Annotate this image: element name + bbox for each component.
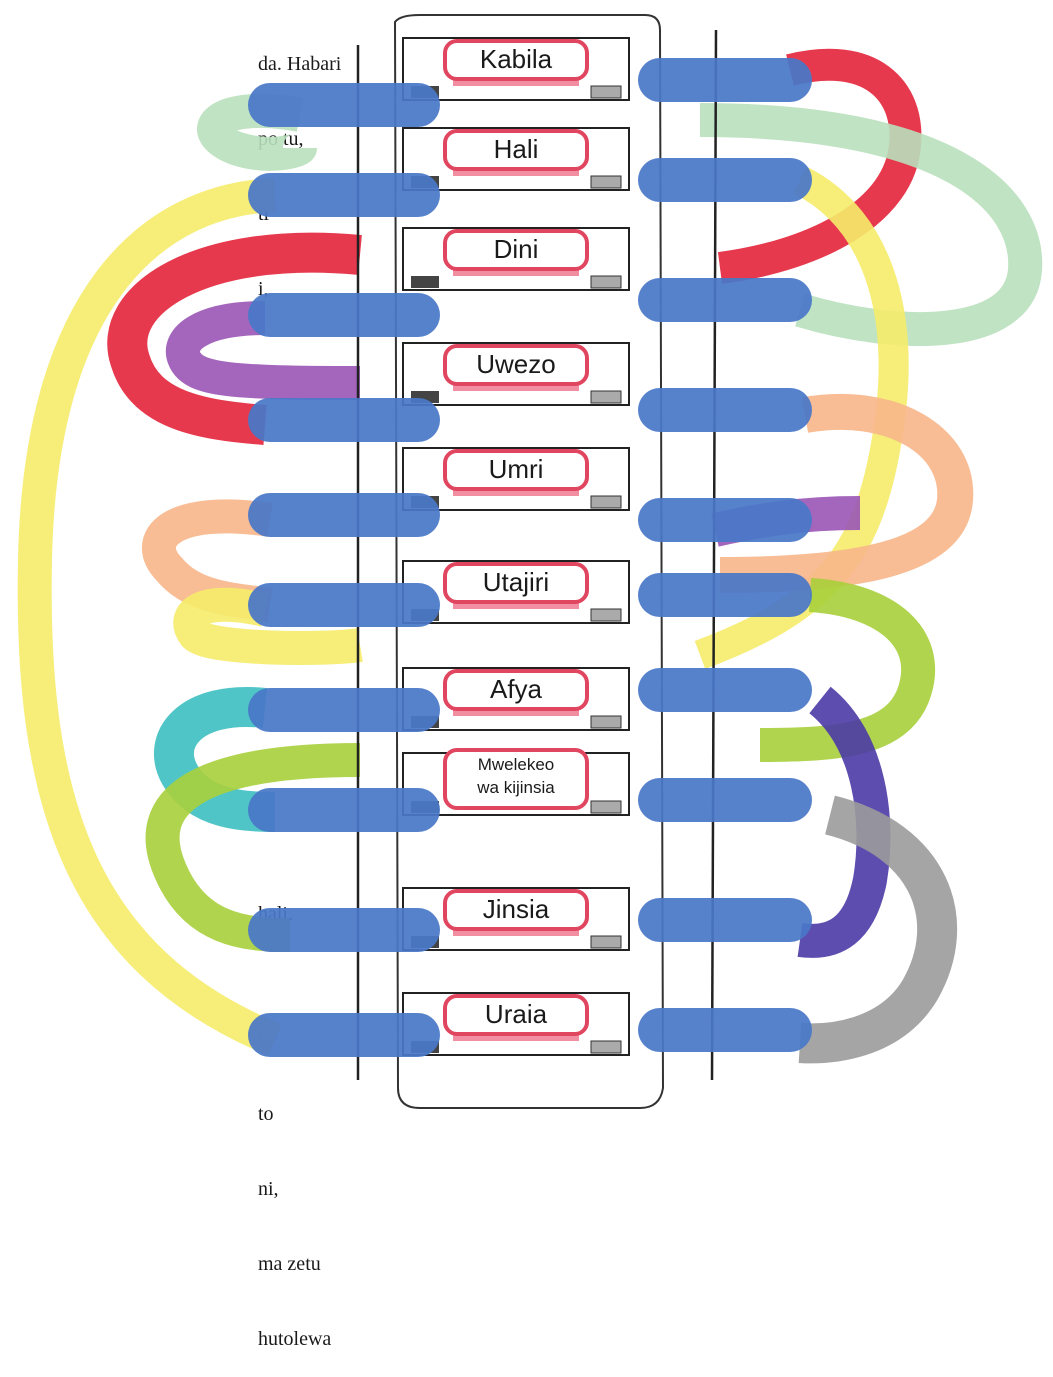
label-box: Mwelekeo wa kijinsia (402, 748, 630, 816)
hatched-mark (590, 608, 622, 622)
gray-loop-right (798, 795, 958, 1064)
label-box: Umri (402, 447, 630, 511)
label-text: Kabila (480, 44, 553, 74)
label-text: Uraia (485, 999, 548, 1029)
snippet-line: da. Habari (258, 53, 342, 75)
hatched-mark (590, 85, 622, 99)
hatched-mark (590, 495, 622, 509)
blue-pegs (248, 58, 812, 1057)
yellow-small-loop-left (173, 587, 363, 665)
label-text: Hali (494, 134, 539, 164)
label-pill (443, 994, 589, 1036)
intersectionality-spine-illustration: KabilaHaliDiniUwezoUmriUtajiriAfyaMwelek… (17, 14, 1043, 1109)
lime-loop-left (145, 743, 361, 952)
label-box: Jinsia (402, 887, 630, 951)
label-box: Dini (402, 227, 630, 291)
hatched-mark (590, 175, 622, 189)
label-text: Afya (490, 674, 543, 704)
label-box: Hali (402, 127, 630, 191)
hatched-mark (590, 800, 622, 814)
label-pill (443, 129, 589, 171)
hatched-mark (411, 276, 439, 288)
teal-loop-left (154, 686, 276, 832)
label-text: Dini (494, 234, 539, 264)
yellow-loop-left (17, 178, 282, 1056)
label-pill (443, 39, 589, 81)
label-text: Uwezo (476, 349, 555, 379)
snippet-line: ma zetu (258, 1253, 321, 1275)
label-box: Kabila (402, 37, 630, 101)
hatched-mark (590, 715, 622, 729)
red-loop-left (107, 232, 362, 445)
label-text: Utajiri (483, 567, 549, 597)
lime-loop-right (759, 578, 936, 762)
hatched-mark (590, 390, 622, 404)
label-pill (443, 344, 589, 386)
label-pill (443, 229, 589, 271)
snippet-line: i, (258, 278, 269, 300)
orange-loop-right (719, 393, 974, 593)
dark-purple-loop-right (797, 686, 891, 958)
purple-loop-left (166, 301, 361, 400)
label-box: Uwezo (402, 342, 630, 406)
hatched-mark (590, 1040, 622, 1054)
label-pill (443, 889, 589, 931)
label-text: Mwelekeo (478, 755, 555, 774)
spine-panel: KabilaHaliDiniUwezoUmriUtajiriAfyaMwelek… (393, 14, 665, 1109)
snippet-line: ni, (258, 1178, 279, 1200)
label-pill (443, 449, 589, 491)
label-text: Jinsia (483, 894, 550, 924)
label-pill (443, 748, 589, 810)
hatched-mark (590, 275, 622, 289)
label-pill (443, 562, 589, 604)
label-text: Umri (489, 454, 544, 484)
snippet-line: hutolewa (258, 1328, 332, 1350)
label-pill (443, 669, 589, 711)
label-text: wa kijinsia (476, 778, 555, 797)
connecting-loops (17, 48, 1043, 1064)
label-box: Utajiri (402, 560, 630, 624)
hatched-mark (590, 935, 622, 949)
